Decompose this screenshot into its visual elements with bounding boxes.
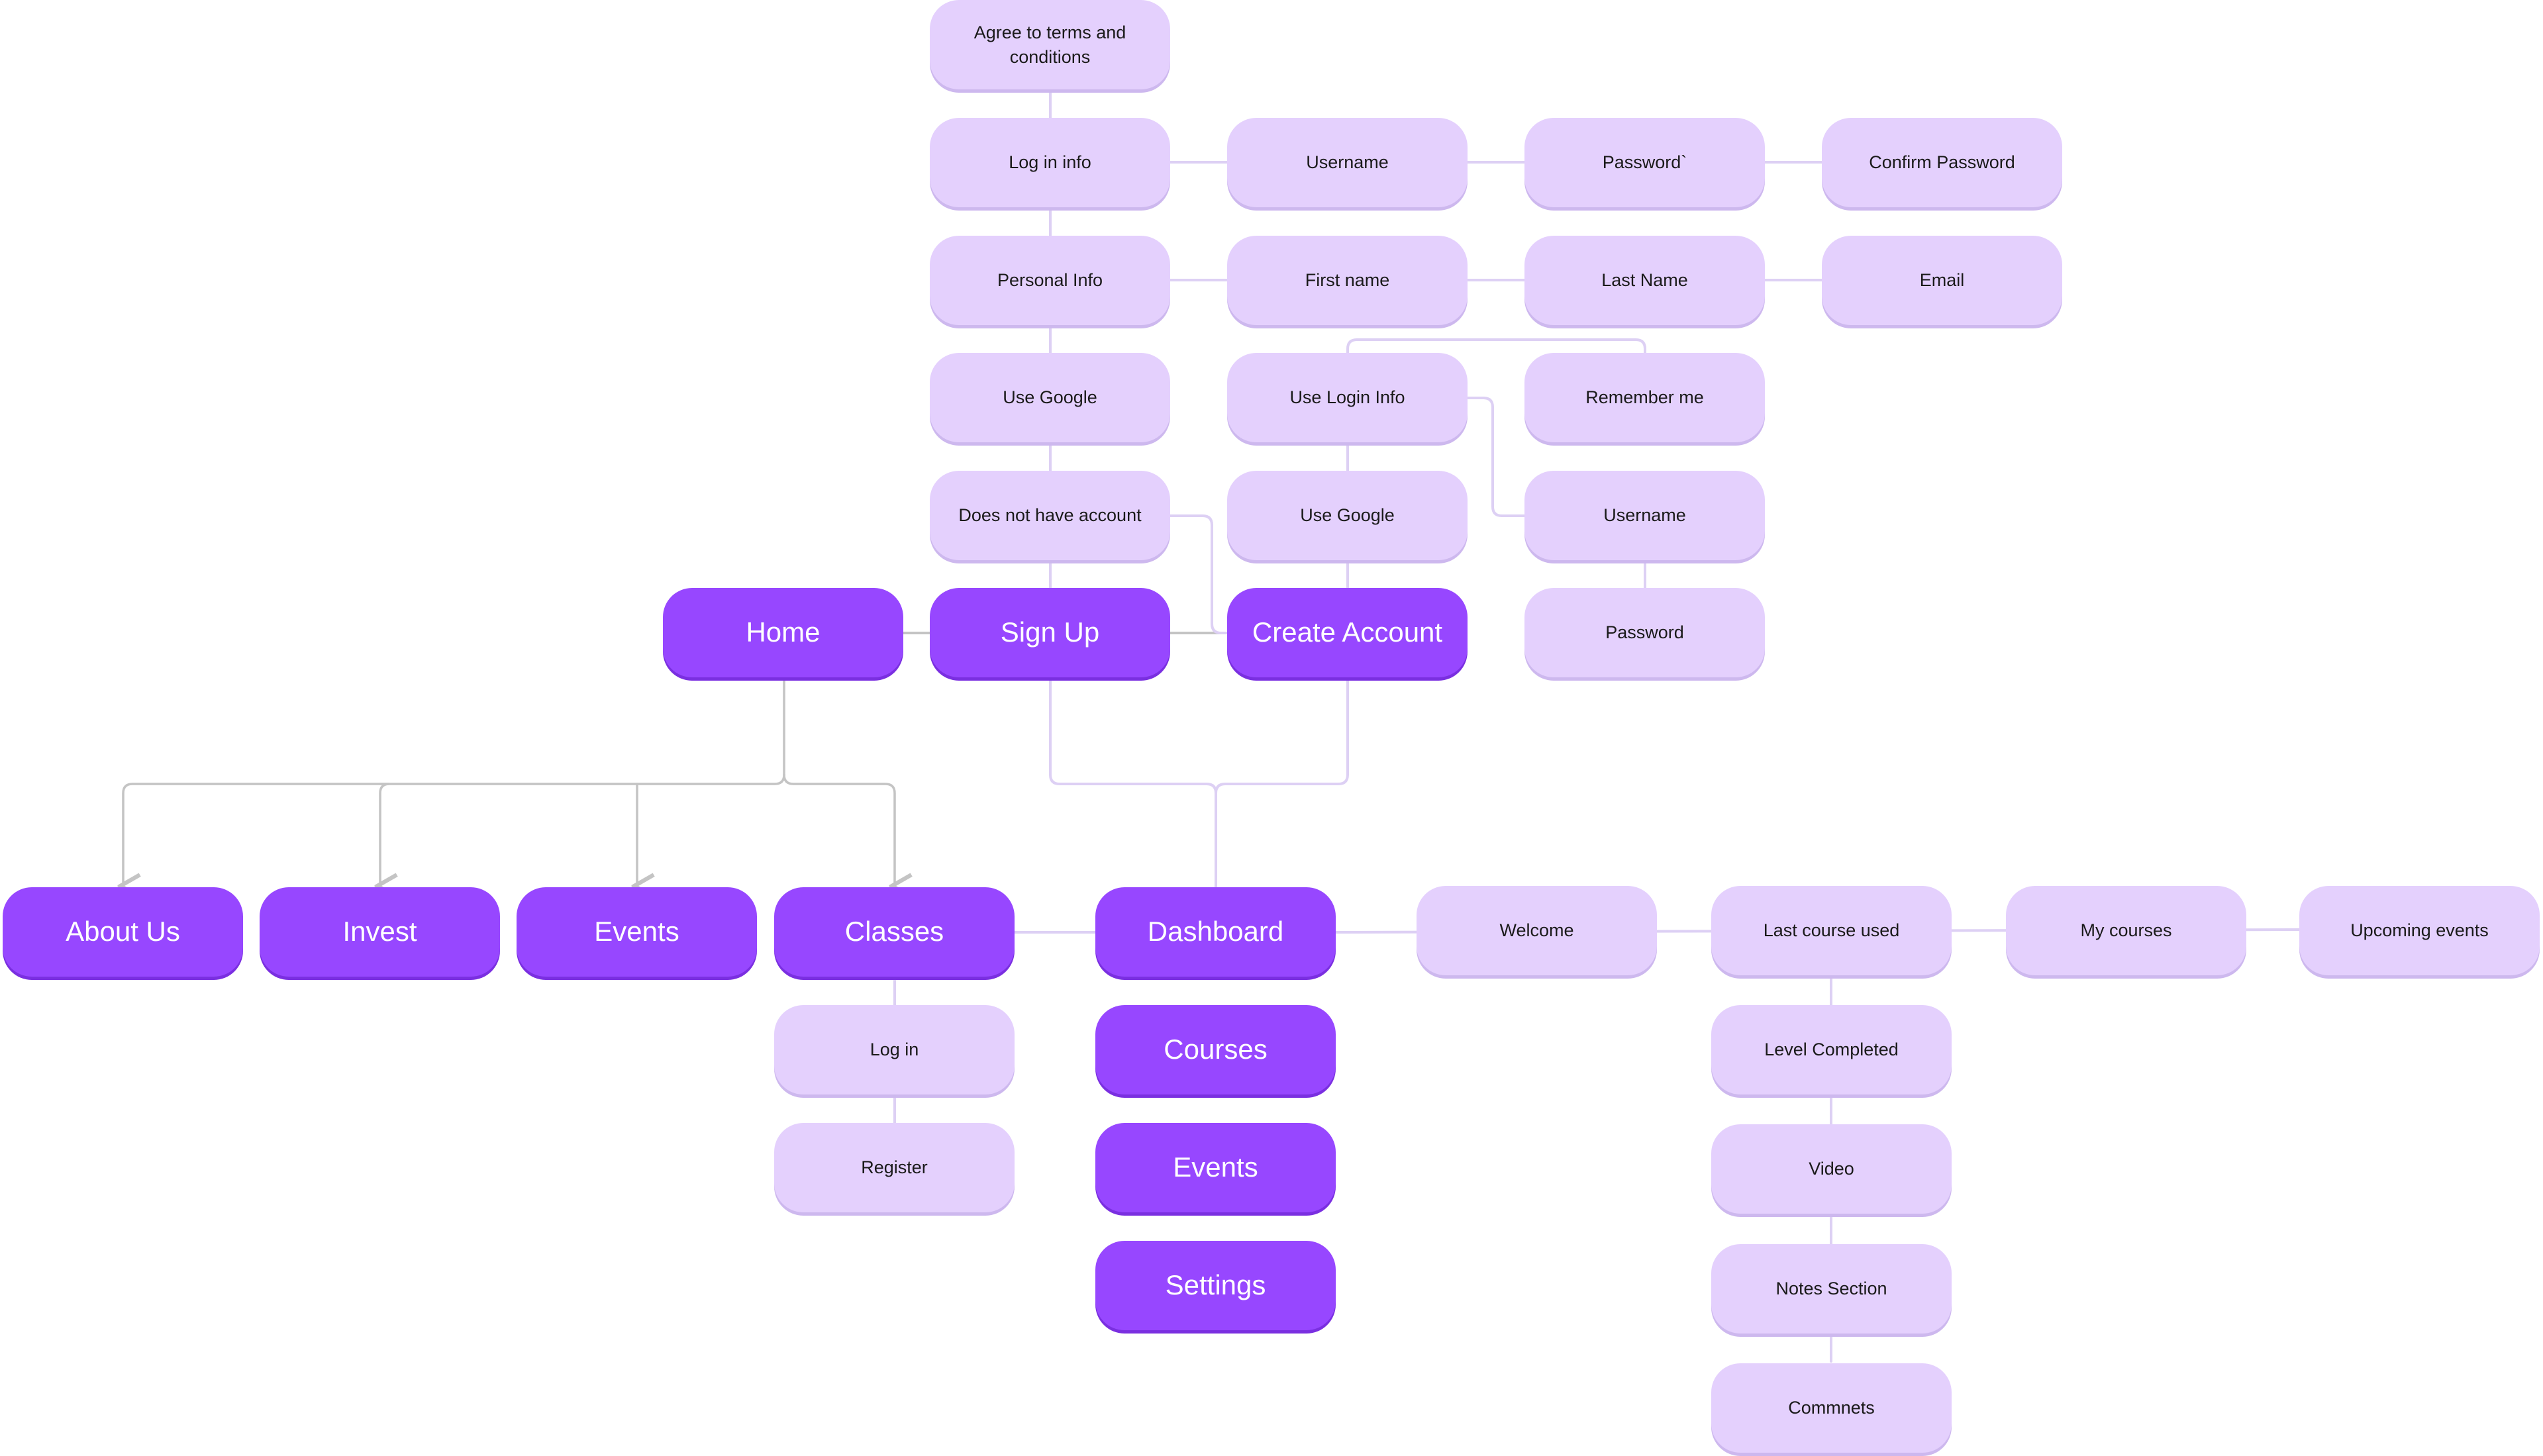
connector-login-remember — [1346, 338, 1646, 354]
remember-me-node[interactable]: Remember me — [1524, 353, 1765, 442]
confirm-password-node[interactable]: Confirm Password — [1822, 118, 2062, 207]
comments-node[interactable]: Commnets — [1711, 1363, 1952, 1453]
settings-node[interactable]: Settings — [1095, 1241, 1336, 1330]
connector-login-username — [1466, 397, 1526, 517]
create-account-node[interactable]: Create Account — [1227, 588, 1468, 677]
agree-terms-node[interactable]: Agree to terms and conditions — [930, 0, 1170, 89]
use-google-create-node[interactable]: Use Google — [1227, 471, 1468, 560]
connector-create-dashboard — [1215, 677, 1349, 795]
username-signup-node[interactable]: Username — [1227, 118, 1468, 207]
welcome-node[interactable]: Welcome — [1417, 886, 1657, 975]
use-login-info-node[interactable]: Use Login Info — [1227, 353, 1468, 442]
level-completed-node[interactable]: Level Completed — [1711, 1005, 1952, 1094]
login-info-node[interactable]: Log in info — [930, 118, 1170, 207]
my-courses-node[interactable]: My courses — [2006, 886, 2246, 975]
password-create-node[interactable]: Password — [1524, 588, 1765, 677]
log-in-node[interactable]: Log in — [774, 1005, 1015, 1094]
events-node[interactable]: Events — [517, 887, 757, 977]
last-course-used-node[interactable]: Last course used — [1711, 886, 1952, 975]
connector-no-account-create — [1168, 514, 1229, 634]
courses-node[interactable]: Courses — [1095, 1005, 1336, 1094]
about-us-node[interactable]: About Us — [3, 887, 243, 977]
video-node[interactable]: Video — [1711, 1124, 1952, 1214]
personal-info-node[interactable]: Personal Info — [930, 236, 1170, 325]
home-node[interactable]: Home — [663, 588, 903, 677]
last-name-node[interactable]: Last Name — [1524, 236, 1765, 325]
sign-up-node[interactable]: Sign Up — [930, 588, 1170, 677]
no-account-node[interactable]: Does not have account — [930, 471, 1170, 560]
username-create-node[interactable]: Username — [1524, 471, 1765, 560]
upcoming-events-node[interactable]: Upcoming events — [2299, 886, 2540, 975]
dashboard-events-node[interactable]: Events — [1095, 1123, 1336, 1212]
use-google-signup-node[interactable]: Use Google — [930, 353, 1170, 442]
invest-node[interactable]: Invest — [260, 887, 500, 977]
notes-section-node[interactable]: Notes Section — [1711, 1244, 1952, 1334]
email-node[interactable]: Email — [1822, 236, 2062, 325]
first-name-node[interactable]: First name — [1227, 236, 1468, 325]
register-node[interactable]: Register — [774, 1123, 1015, 1212]
dashboard-node[interactable]: Dashboard — [1095, 887, 1336, 977]
connector-signup-dashboard — [1049, 677, 1217, 889]
classes-node[interactable]: Classes — [774, 887, 1015, 977]
password-signup-node[interactable]: Password` — [1524, 118, 1765, 207]
connector-home-tree — [123, 677, 895, 886]
